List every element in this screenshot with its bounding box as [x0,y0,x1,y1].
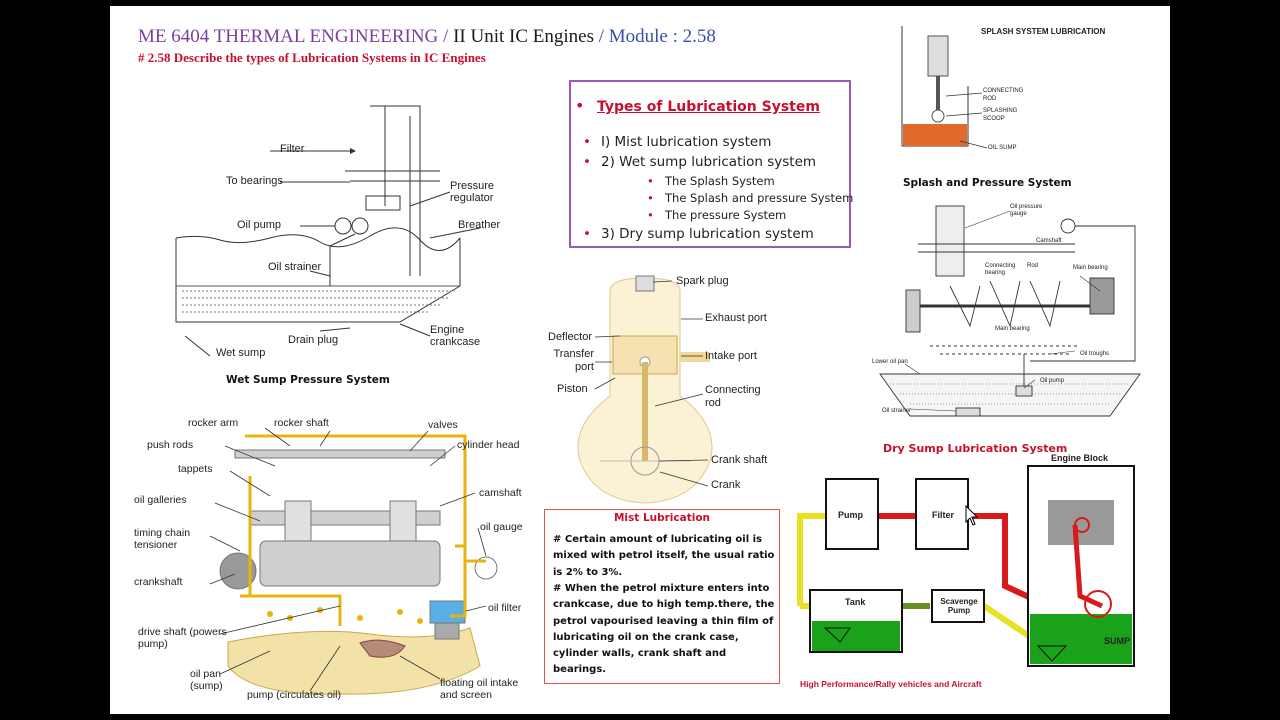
course-title: ME 6404 THERMAL ENGINEERING [138,26,439,47]
splash-title: SPLASH SYSTEM LUBRICATION [981,27,1106,36]
splash-pressure-diagram [879,205,1141,417]
label-breather: Breather [458,219,501,231]
splash-pressure-caption: Splash and Pressure System [903,177,1072,189]
label-oil-strainer-sp: Oil strainer [882,408,912,414]
module-number: Module : 2.58 [608,26,716,47]
slide-title: ME 6404 THERMAL ENGINEERING / II Unit IC… [138,26,716,47]
type-item: 2) Wet sump lubrication system [583,154,816,170]
wet-sump-diagram [175,105,481,357]
label-crank-shaft: Crank shaft [711,454,768,466]
label-valves: valves [428,419,458,431]
label-crank: Crank [711,479,741,491]
label-drive-shaft: drive shaft (powers pump) [138,626,227,650]
label-piston: Piston [557,383,588,395]
label-cylinder-head: cylinder head [457,439,520,451]
question-title: # 2.58 Describe the types of Lubrication… [138,50,486,65]
label-scavenge-pump: Scavenge Pump [940,597,978,615]
type-subitem: The pressure System [647,208,786,222]
label-floating-oil-intake: floating oil intake and screen [440,677,519,701]
label-oil-pump-sp: Oil pump [1040,378,1065,384]
type-item: I) Mist lubrication system [583,134,771,150]
label-to-bearings: To bearings [226,175,283,187]
label-oil-galleries: oil galleries [134,494,187,506]
types-heading-bullet: Types of Lubrication System [575,96,820,115]
label-wet-sump: Wet sump [216,347,266,359]
types-of-lubrication-box: Types of Lubrication System I) Mist lubr… [569,80,853,248]
label-deflector: Deflector [548,331,593,343]
mist-lubrication-box: Mist Lubrication # Certain amount of lub… [544,509,780,684]
mist-paragraph-2: # When the petrol mixture enters into cr… [553,583,775,676]
label-pump: pump (circulates oil) [247,689,341,701]
dry-sump-footnote: High Performance/Rally vehicles and Airc… [800,679,982,689]
label-rocker-arm: rocker arm [188,417,239,429]
engine-lubrication-diagram [209,427,498,695]
label-timing-chain-tensioner: timing chain tensioner [134,527,191,551]
mist-paragraph-1: # Certain amount of lubricating oil is m… [553,534,775,578]
label-drain-plug: Drain plug [288,334,339,346]
label-engine-block: Engine Block [1051,453,1109,463]
label-main-bearing-top: Main bearing [1073,265,1108,271]
label-lower-oil-pan: Lower oil pan [872,359,908,365]
type-item: 3) Dry sump lubrication system [583,226,814,242]
dry-sump-caption: Dry Sump Lubrication System [883,442,1068,455]
label-intake-port: Intake port [705,350,757,362]
label-connecting-rod: Connecting rod [705,384,761,409]
label-oil-troughs: Oil troughs [1080,351,1110,357]
dry-sump-diagram [797,465,1135,667]
label-tappets: tappets [178,463,213,475]
label-crankshaft: crankshaft [134,576,183,588]
wet-sump-caption: Wet Sump Pressure System [226,374,390,386]
label-transfer-port: Transfer port [553,348,594,373]
label-filter: Filter [280,143,305,155]
type-subitem: The Splash and pressure System [647,191,853,205]
label-exhaust-port: Exhaust port [705,312,767,324]
label-oil-pressure-gauge: Oil pressure gauge [1010,204,1043,217]
label-splashing-scoop: SPLASHING SCOOP [983,108,1018,122]
label-camshaft-sp: Camshaft [1036,238,1062,244]
types-heading: Types of Lubrication System [597,99,820,115]
type-subitem: The Splash System [647,174,775,188]
label-oil-gauge: oil gauge [480,521,523,533]
label-engine-crankcase: Engine crankcase [430,324,481,348]
label-tank: Tank [845,597,866,607]
label-connecting-rod-splash: CONNECTING ROD [983,88,1024,102]
label-oil-pump: Oil pump [237,219,282,231]
label-camshaft: camshaft [479,487,522,499]
label-filter-dry: Filter [932,510,955,520]
unit-title: II Unit IC Engines [453,26,594,47]
mouse-cursor-icon [965,504,979,526]
label-oil-filter: oil filter [488,602,522,614]
label-connecting-bearing: Connecting bearing [985,263,1016,276]
splash-system-diagram [901,26,988,149]
label-oil-sump: OIL SUMP [988,145,1017,151]
label-oil-strainer: Oil strainer [268,261,322,273]
label-sump: SUMP [1104,636,1131,646]
label-pump-dry: Pump [838,510,864,520]
label-main-bearing: Main bearing [995,326,1030,332]
label-spark-plug: Spark plug [676,275,729,287]
slide: ME 6404 THERMAL ENGINEERING / II Unit IC… [110,6,1170,714]
label-oil-pan: oil pan (sump) [190,668,223,692]
mist-heading: Mist Lubrication [613,512,711,524]
mist-lubrication-diagram [577,275,713,504]
label-push-rods: push rods [147,439,194,451]
label-rod: Rod [1027,263,1039,269]
label-rocker-shaft: rocker shaft [274,417,329,429]
label-pressure-regulator: Pressure regulator [450,180,495,204]
